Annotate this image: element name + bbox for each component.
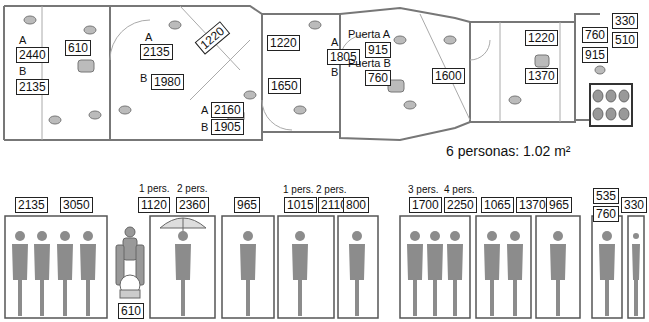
dimension-value: 965 (549, 198, 569, 212)
person-count: 1 pers. (139, 183, 170, 195)
dimension-box: 1220 (267, 35, 300, 51)
door-label: B (331, 66, 338, 78)
dimension-box: 1980 (151, 74, 184, 90)
dimension-value: 1370 (519, 198, 546, 212)
person-count: 2 pers. (177, 183, 208, 195)
dimension-box: 610 (65, 40, 91, 56)
dimension-value: 1600 (435, 69, 462, 83)
door-label: Puerta A (348, 28, 390, 40)
person-count: 2 pers. (316, 184, 347, 196)
dimension-value: 1370 (528, 69, 555, 83)
dimension-box: 2135 (16, 79, 49, 95)
dimension-value: 760 (596, 207, 616, 221)
dimension-value: 1650 (271, 79, 298, 93)
dimension-value: 2360 (179, 198, 206, 212)
dimension-value: 2250 (447, 198, 474, 212)
dimension-value: 2135 (19, 80, 46, 94)
dimension-value: 1220 (198, 24, 227, 52)
dimension-box: 2160 (211, 102, 244, 118)
dimension-box: 330 (612, 13, 638, 29)
dimension-box: 965 (546, 197, 572, 213)
dimension-value: 2440 (19, 48, 46, 62)
door-label: A (19, 34, 26, 46)
dimension-value: 535 (596, 189, 616, 203)
dimension-value: 2135 (143, 45, 170, 59)
dimension-box: 1700 (409, 197, 442, 213)
door-label: B (201, 121, 208, 133)
dimension-value: 915 (585, 48, 605, 62)
dimension-value: 2135 (18, 198, 45, 212)
dimension-box: 2360 (176, 197, 209, 213)
dimension-box: 1065 (481, 197, 514, 213)
dimension-box: 510 (612, 32, 638, 48)
dimension-box: 1370 (516, 197, 549, 213)
dimension-value: 330 (624, 198, 644, 212)
dimension-value: 2160 (214, 103, 241, 117)
dimension-value: 915 (368, 43, 388, 57)
dimension-box: 3050 (60, 197, 93, 213)
dimension-box: 915 (365, 42, 391, 58)
dimension-value: 800 (346, 198, 366, 212)
dimension-value: 3050 (63, 198, 90, 212)
dimension-box: 2135 (140, 44, 173, 60)
dimension-box: 1905 (211, 119, 244, 135)
door-label: B (19, 65, 26, 77)
dimension-value: 965 (237, 198, 257, 212)
dimension-box: 1370 (525, 68, 558, 84)
dimension-value: 1015 (287, 198, 314, 212)
dimension-value: 610 (121, 304, 141, 318)
dimension-box: 800 (343, 197, 369, 213)
dimension-value: 510 (615, 33, 635, 47)
dimension-box: 2250 (444, 197, 477, 213)
dimension-box: 2135 (15, 197, 48, 213)
dimension-box: 1600 (432, 68, 465, 84)
dimension-box: 915 (582, 47, 608, 63)
dimension-value: 760 (585, 28, 605, 42)
dimension-value: 1220 (270, 36, 297, 50)
door-label: Puerta B (348, 57, 391, 69)
dimension-value: 1905 (214, 120, 241, 134)
dimension-box: 535 (593, 188, 619, 204)
dimension-box: 760 (582, 27, 608, 43)
dimension-box: 610 (118, 303, 144, 319)
dimension-box: 1015 (284, 197, 317, 213)
dimension-box: 1220 (525, 30, 558, 46)
dimension-box: 1650 (268, 78, 301, 94)
dimension-value: 1980 (154, 75, 181, 89)
dimension-value: 1120 (141, 198, 167, 212)
dimension-value: 1700 (412, 198, 439, 212)
note-text: 6 personas: 1.02 m² (446, 143, 571, 159)
door-label: A (145, 31, 152, 43)
door-label: A (201, 104, 208, 116)
person-count: 1 pers. (283, 184, 314, 196)
dimension-box: 330 (621, 197, 647, 213)
person-count: 3 pers. (408, 184, 439, 196)
door-label: A (331, 36, 338, 48)
dimension-value: 330 (615, 14, 635, 28)
person-count: 4 pers. (444, 184, 475, 196)
dimension-box: 1120 (138, 197, 170, 213)
door-label: B (140, 72, 147, 84)
dimension-box: 760 (593, 206, 619, 222)
dimension-box: 1220 (195, 21, 230, 54)
dimension-value: 1065 (484, 198, 511, 212)
dimension-box: 760 (365, 70, 391, 86)
dimension-value: 760 (368, 71, 388, 85)
dimension-box: 965 (234, 197, 260, 213)
dimension-box: 2440 (16, 47, 49, 63)
dimension-value: 1220 (528, 31, 555, 45)
dimension-value: 610 (68, 41, 88, 55)
